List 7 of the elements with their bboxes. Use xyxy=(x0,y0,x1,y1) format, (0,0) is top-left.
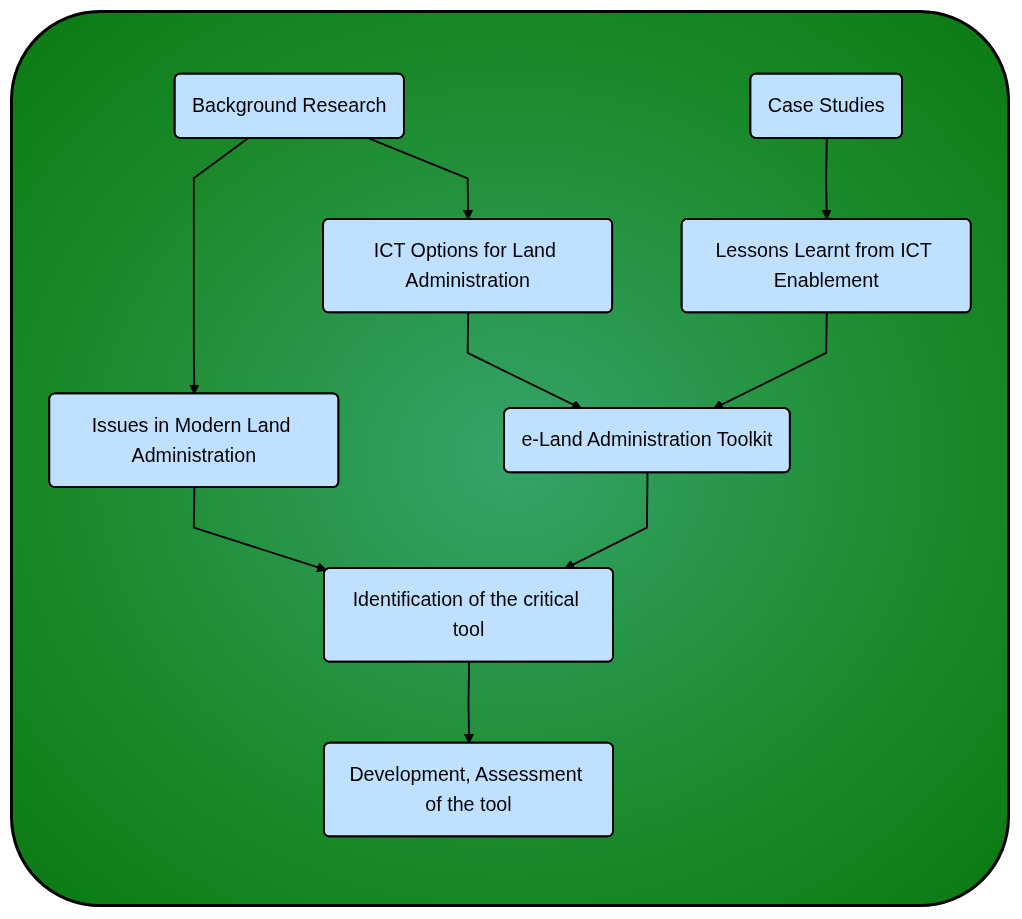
arrow xyxy=(463,661,475,744)
arrow xyxy=(821,137,832,220)
arrow xyxy=(192,486,327,573)
arrow xyxy=(367,137,474,220)
arrow xyxy=(564,472,649,570)
arrow xyxy=(712,312,828,410)
arrow xyxy=(189,137,249,395)
